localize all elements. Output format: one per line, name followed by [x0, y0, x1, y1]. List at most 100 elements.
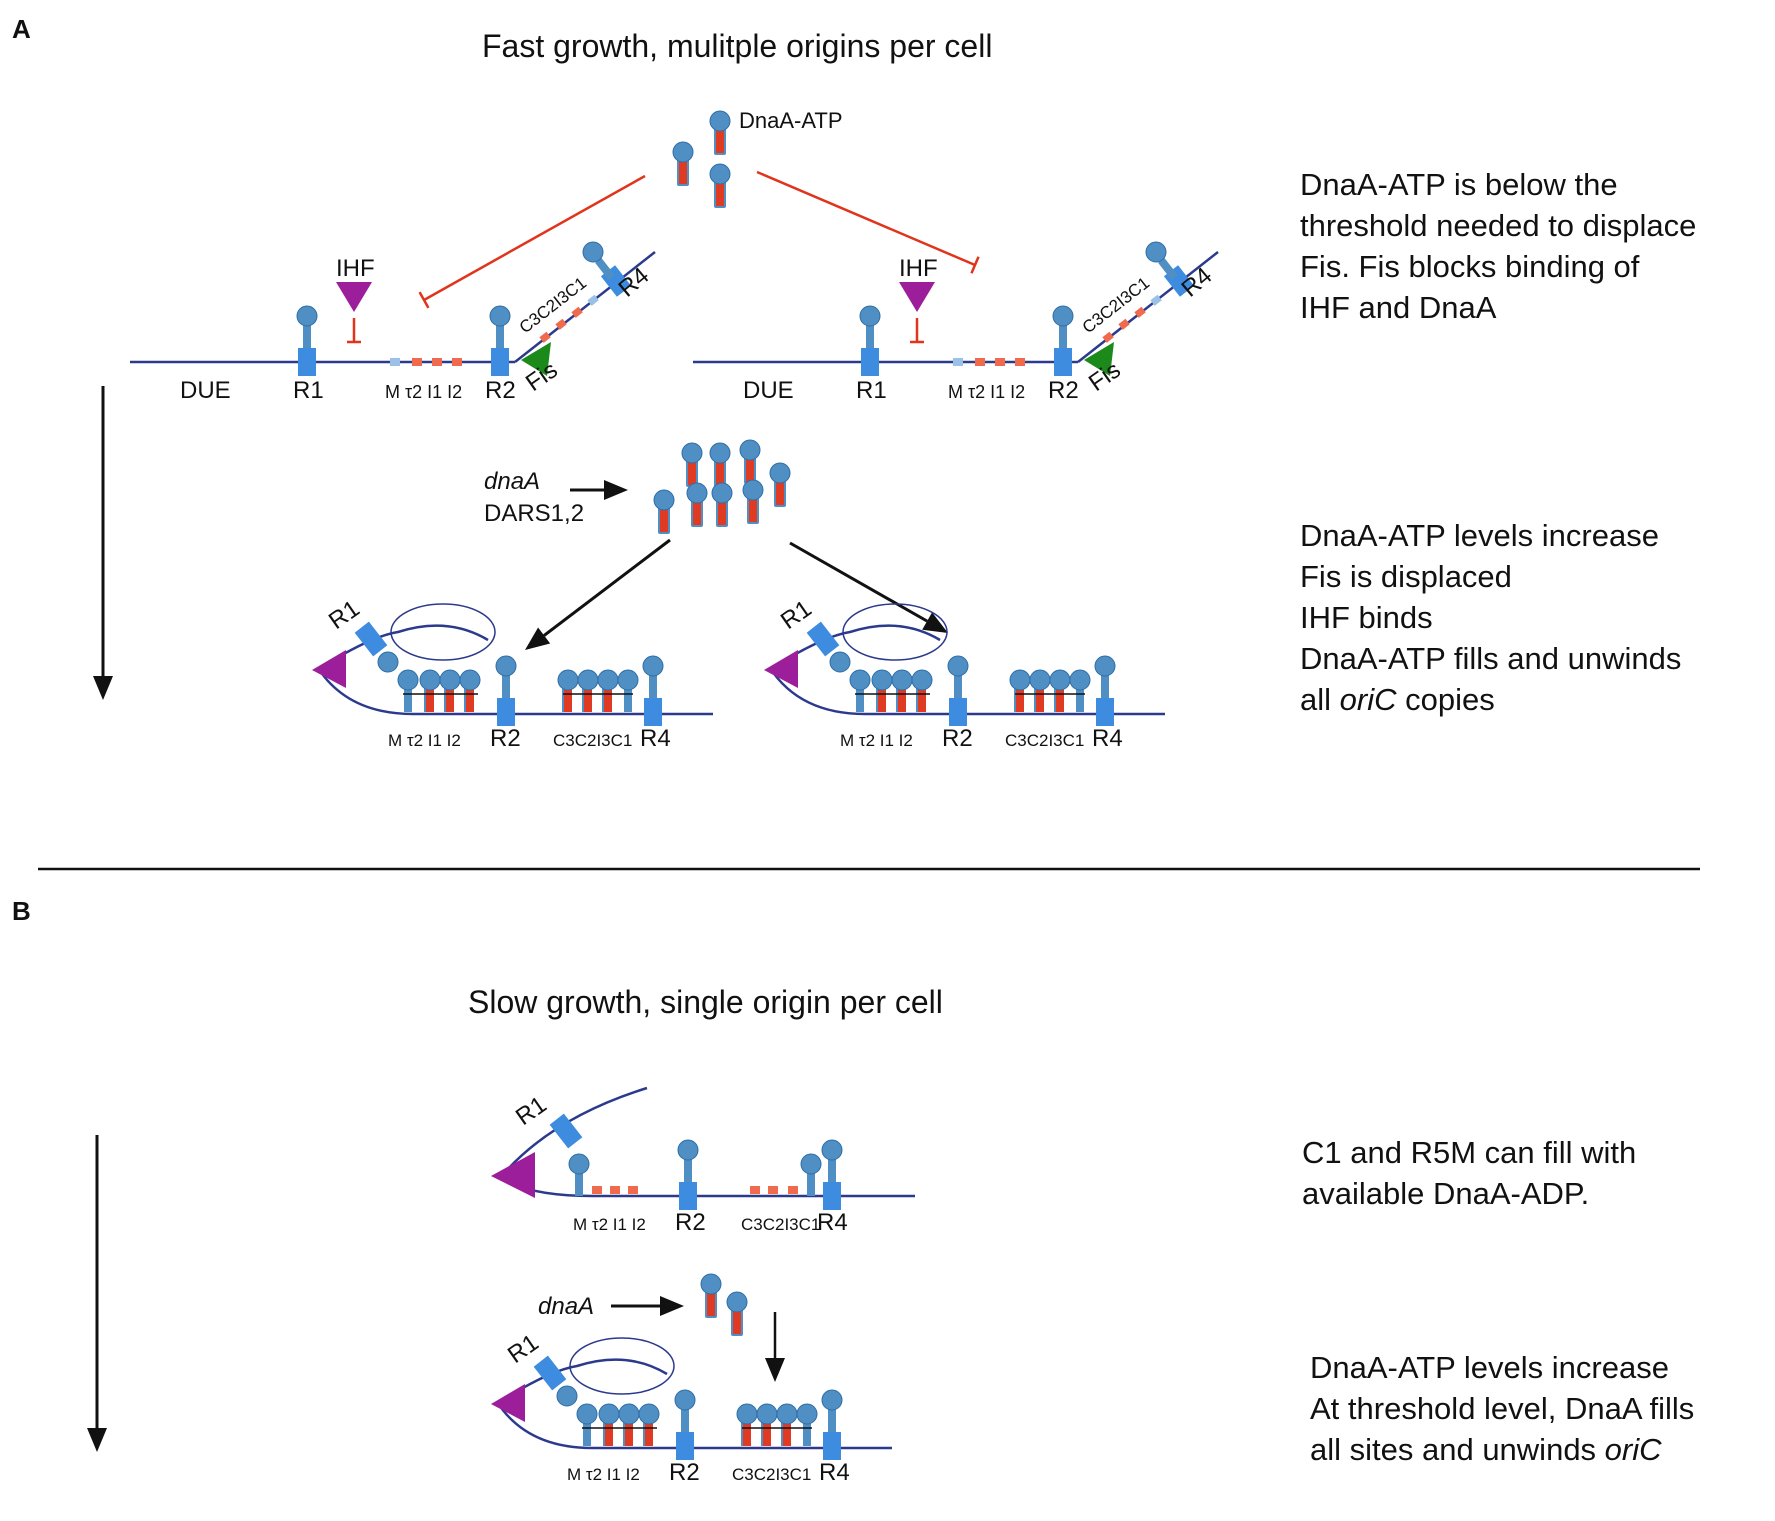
- open-origin-a2-site-dnaa-3-head: [911, 669, 933, 691]
- open-origin-a2-r2-box: [949, 698, 967, 726]
- panel-b-label: B: [12, 896, 31, 926]
- open-origin-a2-strand-bottom: [768, 667, 1165, 716]
- dnaa-pool-6-stem: [718, 501, 726, 525]
- origin-b1-m-dnaa-stalk: [575, 1170, 583, 1196]
- open-origin-b-c-dnaa-2-stalk: [783, 1420, 791, 1446]
- open-origin-a1-strand-top: [329, 624, 489, 664]
- open-origin-a1-bubble: [390, 603, 496, 661]
- open-origin-a1-r1-box: [354, 621, 388, 657]
- pool-arrow-left: [543, 538, 671, 637]
- open-origin-a1-c-dnaa-2-rim: [602, 686, 604, 712]
- origin-a2-r2-dnaa-stalk: [1059, 322, 1067, 348]
- dnaa-pool-0-head: [681, 442, 703, 464]
- origin-a2-r1-dnaa-stalk: [866, 322, 874, 348]
- origin-a1-r1-label: R1: [293, 377, 324, 404]
- open-origin-b-c-dnaa-2-head: [776, 1403, 798, 1425]
- inhibit-left: [423, 174, 646, 302]
- open-origin-a2-c-dnaa-1-stalk: [1036, 686, 1044, 712]
- origin-b1-r4-box: [823, 1182, 841, 1210]
- open-origin-b-strand-bottom: [495, 1401, 892, 1450]
- origin-a2-r4-label: R4: [1177, 262, 1218, 302]
- origin-b1-c-site-1: [768, 1186, 778, 1194]
- open-origin-a2-m-sites-label: M τ2 I1 I2: [840, 731, 913, 750]
- open-origin-a2-c-dnaa-0-stalk: [1016, 686, 1024, 712]
- open-origin-a1-site-dnaa-1-rim: [424, 686, 426, 712]
- open-origin-b-r4-dnaa-stalk: [828, 1406, 836, 1432]
- origin-a2-r2-label: R2: [1048, 377, 1079, 404]
- origin-a1-c-site-1: [555, 318, 567, 330]
- origin-a1-r4-head: [582, 241, 604, 263]
- origin-a1-r4-stalk: [595, 257, 615, 281]
- open-origin-a2-ihf-bound: [764, 650, 798, 688]
- dnaa-pool-4-stem: [660, 508, 668, 532]
- open-origin-b-c-dnaa-0-stalk: [743, 1420, 751, 1446]
- open-origin-a2-c-dnaa-2-head: [1049, 669, 1071, 691]
- inhibit-left-bar: [418, 291, 430, 309]
- dnaa-pool-7-head: [742, 479, 764, 501]
- open-origin-a2-c-dnaa-3-head: [1069, 669, 1091, 691]
- origin-b1-m-dnaa-head: [568, 1153, 590, 1175]
- open-origin-a2-c-dnaa-1-head: [1029, 669, 1051, 691]
- origin-a2-dna-arm: [1077, 251, 1219, 363]
- origin-a2-r2-dnaa-head: [1052, 305, 1074, 327]
- open-origin-b-c-dnaa-2-rim: [781, 1420, 783, 1446]
- open-origin-a2-site-dnaa-2-rim: [896, 686, 898, 712]
- dnaa-atp-2-stem: [679, 160, 687, 184]
- dnaa-b-down-arrow-head: [765, 1358, 785, 1382]
- origin-a1-site-i1: [432, 358, 442, 366]
- dnaa-pool-2-stem: [746, 458, 754, 482]
- open-origin-a1-m-sites-label: M τ2 I1 I2: [388, 731, 461, 750]
- dnaa-pool-5-head: [686, 482, 708, 504]
- note-line: C1 and R5M can fill with: [1302, 1135, 1637, 1170]
- origin-a2-due-label: DUE: [743, 377, 794, 404]
- dnaa-pool-0-stem: [688, 461, 696, 485]
- dnaa-gene-label-b: dnaA: [538, 1293, 594, 1320]
- origin-a2-c-site-1: [1118, 318, 1130, 330]
- origin-a1-r2-label: R2: [485, 377, 516, 404]
- origin-a1-r1-box: [298, 348, 316, 376]
- origin-a2-ihf-label: IHF: [899, 255, 938, 282]
- open-origin-a2-strand-top: [781, 624, 941, 664]
- pool-arrow-left-head: [525, 627, 551, 650]
- note-line: threshold needed to displace: [1300, 208, 1697, 243]
- open-origin-b-r4-box: [823, 1432, 841, 1460]
- origin-a2-c-sites-label: C3C2I3C1: [1079, 273, 1153, 337]
- open-origin-b-site-dnaa-0-stalk: [583, 1420, 591, 1446]
- dnaa-b-2-head: [726, 1291, 748, 1313]
- note-line: IHF binds: [1300, 600, 1433, 635]
- open-origin-a1-c-dnaa-0-rim: [562, 686, 564, 712]
- open-origin-a1-r4-label: R4: [640, 725, 671, 752]
- origin-a2-r2-box: [1054, 348, 1072, 376]
- open-origin-a2-r2-label: R2: [942, 725, 973, 752]
- origin-a1-c-site-3: [587, 294, 599, 306]
- dnaa-b-1-stem: [707, 1292, 715, 1316]
- open-origin-b-site-dnaa-2-stalk: [625, 1420, 633, 1446]
- open-origin-b-bubble: [569, 1337, 675, 1395]
- dnaa-pool-3-head: [769, 462, 791, 484]
- origin-a1-fis: [521, 342, 551, 376]
- dnaa-pool-2-head: [739, 439, 761, 461]
- open-origin-a2-c-dnaa-0-head: [1009, 669, 1031, 691]
- origin-a2-r1-label: R1: [856, 377, 887, 404]
- origin-a2-ihf: [899, 282, 935, 312]
- note-line: DnaA-ATP is below the: [1300, 167, 1618, 202]
- note-line: all sites and unwinds oriC: [1310, 1432, 1662, 1467]
- open-origin-b-site-dnaa-3-head: [638, 1403, 660, 1425]
- origin-b1-r4-dnaa-head: [821, 1139, 843, 1161]
- open-origin-b-r1-dnaa: [556, 1385, 578, 1407]
- origin-a1-site-t2: [412, 358, 422, 366]
- origin-a2-r1-dnaa-head: [859, 305, 881, 327]
- origin-b1-r2-label: R2: [675, 1209, 706, 1236]
- origin-b1-site-0: [592, 1186, 602, 1194]
- dnaa-pool-3-stem: [776, 481, 784, 505]
- open-origin-a2-r4-dnaa-stalk: [1101, 672, 1109, 698]
- open-origin-a1-r2-dnaa-head: [495, 655, 517, 677]
- open-origin-b-site-dnaa-3-stalk: [645, 1420, 653, 1446]
- dnaa-pool-7-stem: [749, 498, 757, 522]
- open-origin-a1-r4-dnaa-stalk: [649, 672, 657, 698]
- open-origin-a1-r2-box: [497, 698, 515, 726]
- origin-a1-r2-dnaa-stalk: [496, 322, 504, 348]
- origin-a2-m-sites-label: M τ2 I1 I2: [948, 382, 1025, 402]
- open-origin-a1-site-dnaa-3-head: [459, 669, 481, 691]
